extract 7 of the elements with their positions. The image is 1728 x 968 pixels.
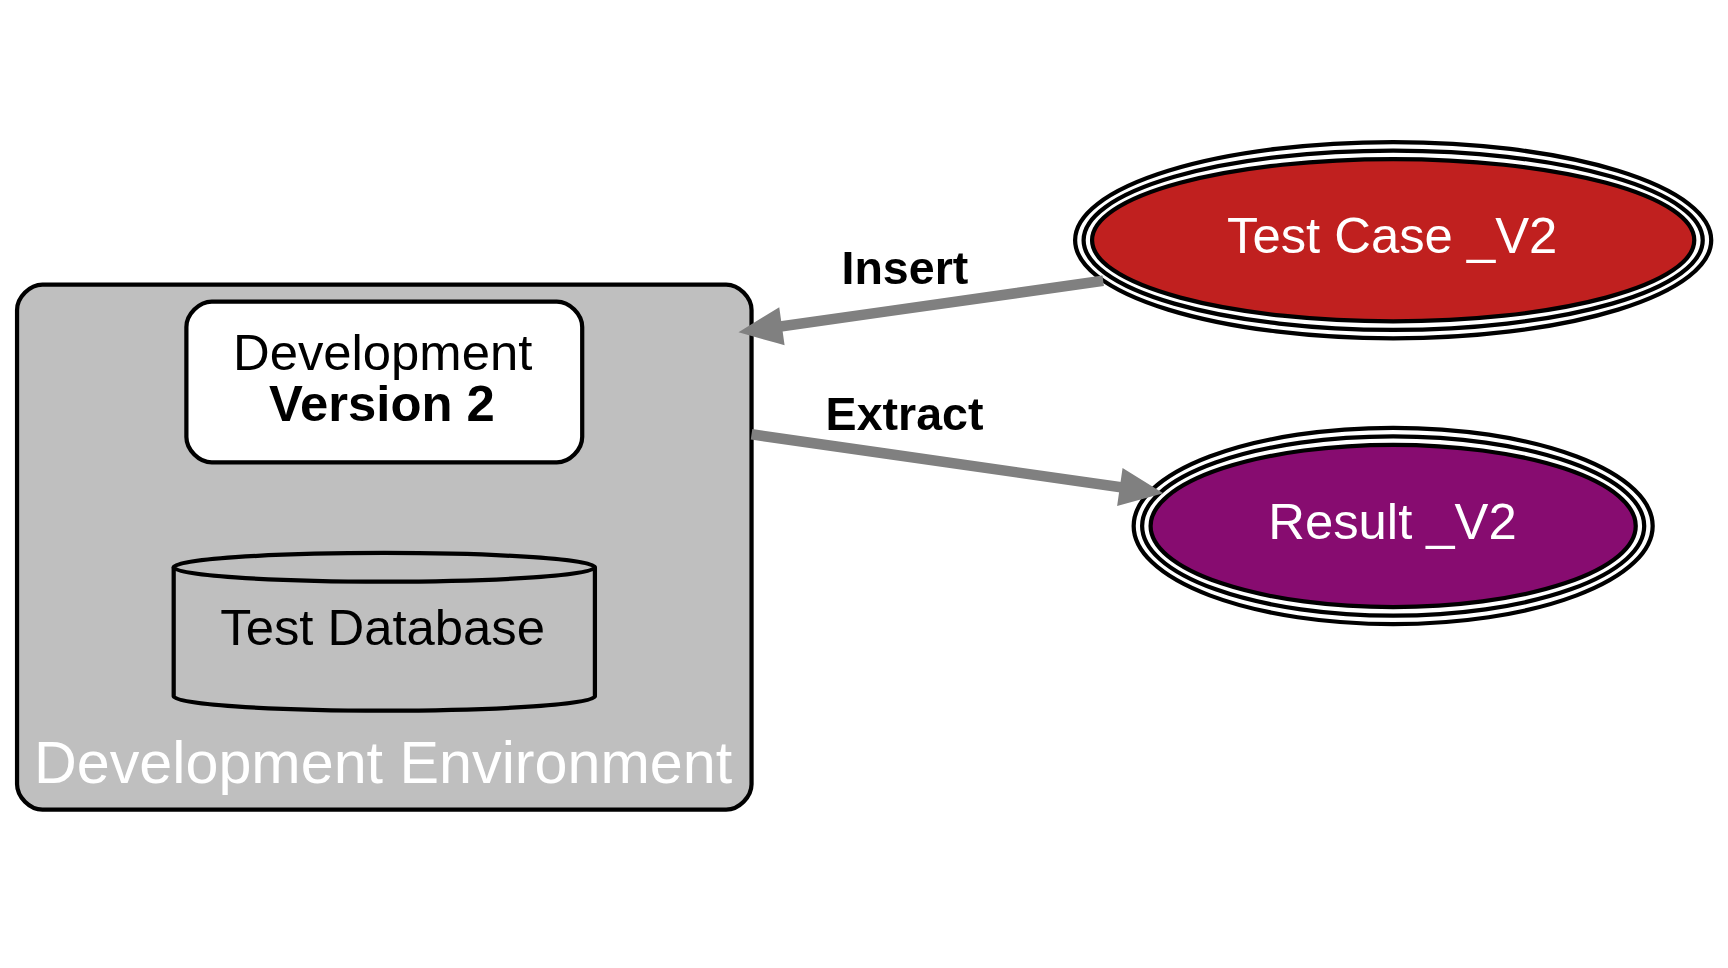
edge-label: Extract bbox=[825, 387, 984, 440]
node-box: Development Version 2 bbox=[184, 299, 585, 465]
edge-label: Insert bbox=[841, 241, 969, 294]
node-ellipse: Test Case _V2 bbox=[1073, 139, 1714, 340]
arrow bbox=[750, 428, 1164, 506]
node-ellipse: Result _V2 bbox=[1131, 425, 1655, 626]
arrow bbox=[738, 275, 1104, 345]
